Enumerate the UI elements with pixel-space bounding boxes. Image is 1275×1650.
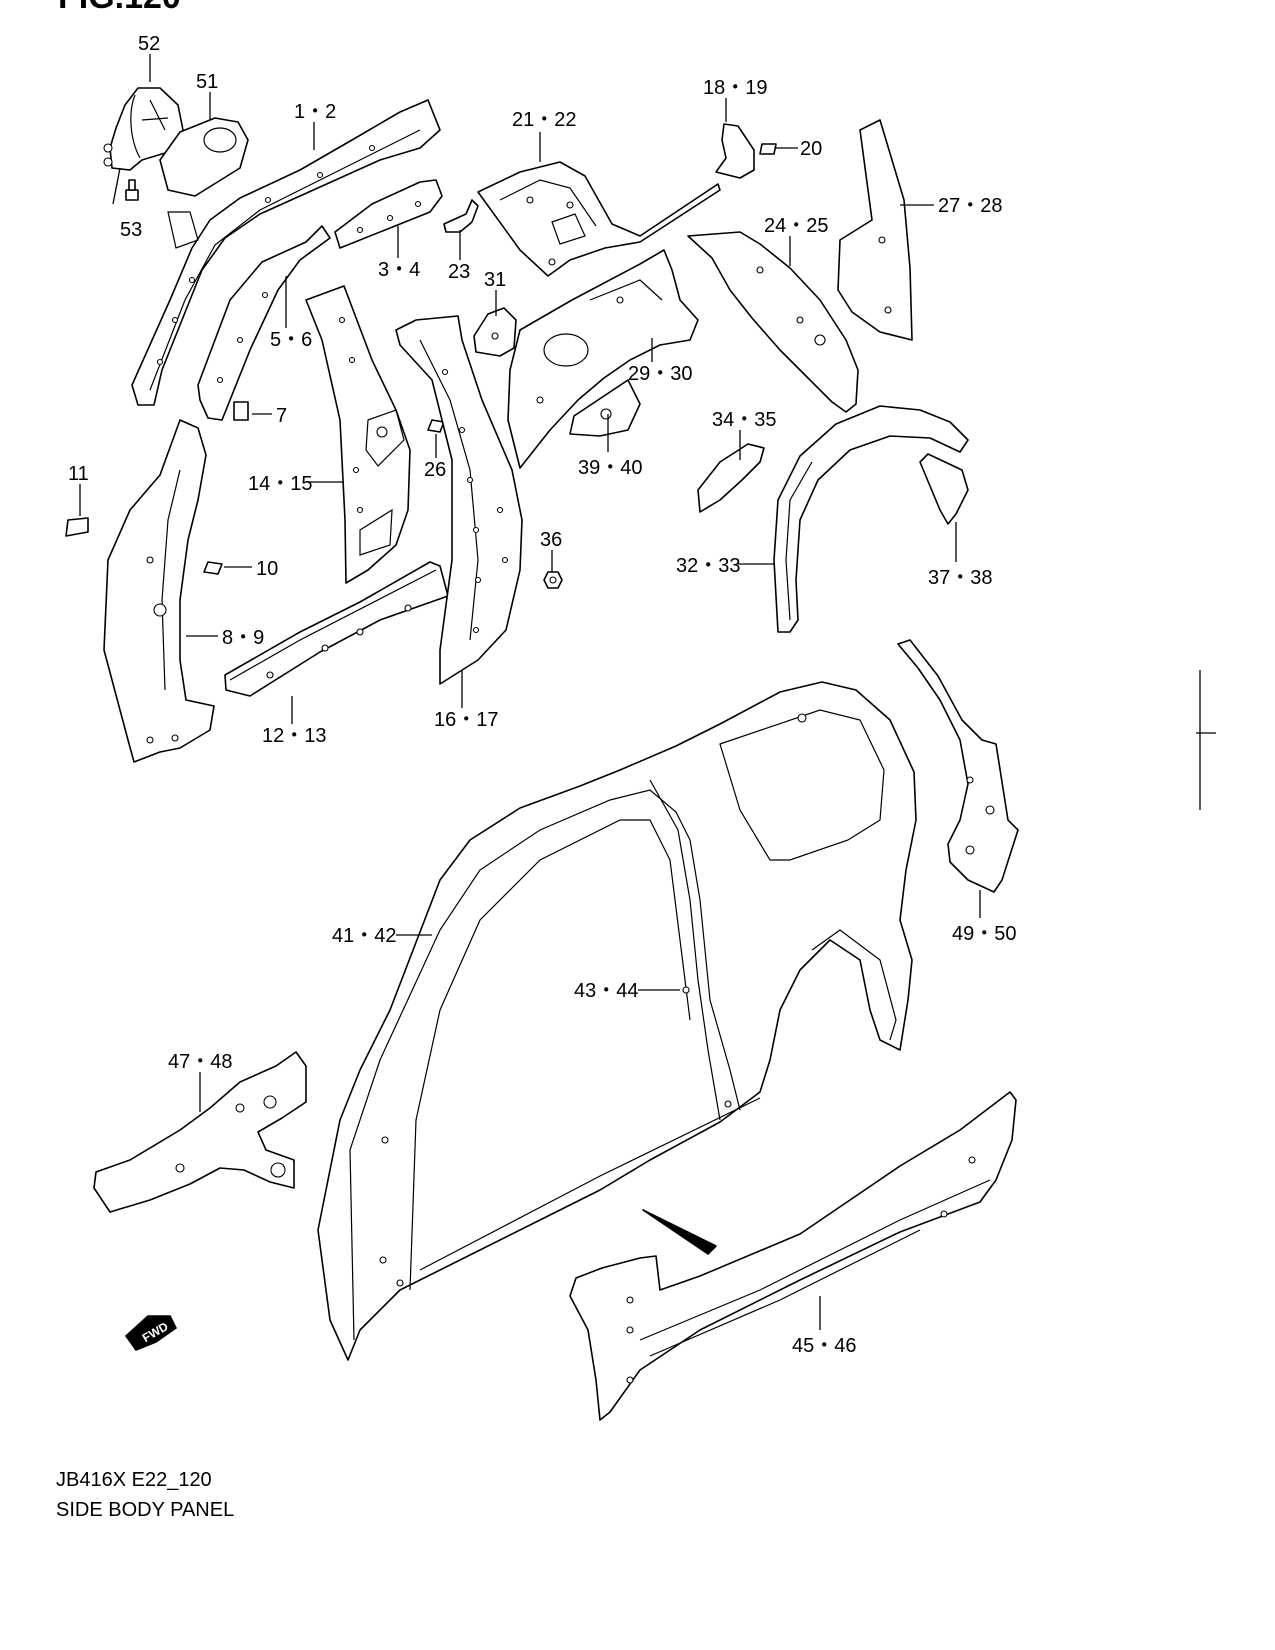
callout-labels: 52 51 53 1・2 3・4 5・6 7 8・9 10 11 12・13 1…	[68, 33, 1017, 1357]
part-37-38-bracket	[919, 453, 969, 525]
leader-lines	[79, 54, 981, 1330]
callout-5-6: 5・6	[270, 329, 312, 351]
callout-52: 52	[138, 33, 160, 55]
callout-21-22: 21・22	[512, 109, 577, 131]
callout-10: 10	[256, 558, 278, 580]
part-14-15-center-pillar-inner	[305, 285, 411, 584]
part-1-2-roof-side-rail	[131, 99, 441, 406]
callout-41-42: 41・42	[332, 925, 397, 947]
part-45-46-side-sill-outer	[569, 1091, 1017, 1421]
callout-8-9: 8・9	[222, 627, 264, 649]
callout-7: 7	[276, 405, 287, 427]
figure-code: JB416X E22_120	[56, 1469, 212, 1491]
callout-23: 23	[448, 261, 470, 283]
part-20-grommet	[759, 143, 777, 155]
part-51-fuel-filler-lid	[159, 117, 249, 197]
callout-24-25: 24・25	[764, 215, 829, 237]
part-43-44-center-pillar-outer	[649, 779, 721, 1121]
callout-18-19: 18・19	[703, 77, 768, 99]
callout-39-40: 39・40	[578, 457, 643, 479]
part-27-28-rear-pillar-inner	[837, 119, 913, 341]
callout-20: 20	[800, 138, 822, 160]
callout-27-28: 27・28	[938, 195, 1003, 217]
callout-43-44: 43・44	[574, 980, 639, 1002]
part-18-19-bracket	[715, 123, 755, 179]
part-31-bracket	[473, 307, 517, 357]
fwd-arrow: FWD	[125, 1315, 177, 1351]
part-53-bolt	[125, 179, 139, 201]
callout-53: 53	[120, 219, 142, 241]
part-23-bracket	[443, 199, 479, 233]
part-26-plug	[427, 419, 445, 433]
callout-31: 31	[484, 269, 506, 291]
callout-32-33: 32・33	[676, 555, 741, 577]
callout-11: 11	[68, 463, 89, 485]
part-41-42-side-body-outer	[317, 681, 917, 1361]
part-16-17-center-pillar-reinforcement	[395, 315, 523, 685]
part-7-pad	[233, 401, 249, 421]
part-39-40-bracket	[569, 379, 641, 437]
part-21-22-quarter-inner-upper	[477, 161, 721, 277]
callout-36: 36	[540, 529, 562, 551]
callout-37-38: 37・38	[928, 567, 993, 589]
part-49-50-rear-pillar-outer	[897, 639, 1019, 893]
callout-12-13: 12・13	[262, 725, 327, 747]
part-3-4-rail-reinforcement	[334, 179, 443, 249]
part-12-13-side-sill-inner	[224, 561, 449, 697]
part-29-30-quarter-inner-panel	[507, 249, 699, 469]
callout-49-50: 49・50	[952, 923, 1017, 945]
part-47-48-frame-extension	[93, 1051, 307, 1213]
callout-16-17: 16・17	[434, 709, 499, 731]
callout-47-48: 47・48	[168, 1051, 233, 1073]
part-36-nut	[543, 571, 563, 589]
figure-title: FIG.120	[58, 0, 181, 16]
callout-14-15: 14・15	[248, 473, 313, 495]
callout-34-35: 34・35	[712, 409, 777, 431]
part-5-6-front-pillar-inner	[197, 225, 331, 421]
part-24-25-reinforcement	[687, 231, 859, 413]
part-8-9-front-pillar-lower	[103, 419, 215, 763]
callout-1-2: 1・2	[294, 101, 336, 123]
callout-45-46: 45・46	[792, 1335, 857, 1357]
part-34-35-bracket	[697, 443, 765, 513]
figure-name: SIDE BODY PANEL	[56, 1499, 234, 1521]
part-11-clip	[65, 517, 89, 537]
callout-26: 26	[424, 459, 446, 481]
pointer-arrow	[642, 1209, 717, 1255]
callout-29-30: 29・30	[628, 363, 693, 385]
callout-3-4: 3・4	[378, 259, 420, 281]
part-10-clip	[203, 561, 223, 575]
callout-51: 51	[196, 71, 218, 93]
part-32-33-wheelhouse-outer	[773, 405, 969, 633]
